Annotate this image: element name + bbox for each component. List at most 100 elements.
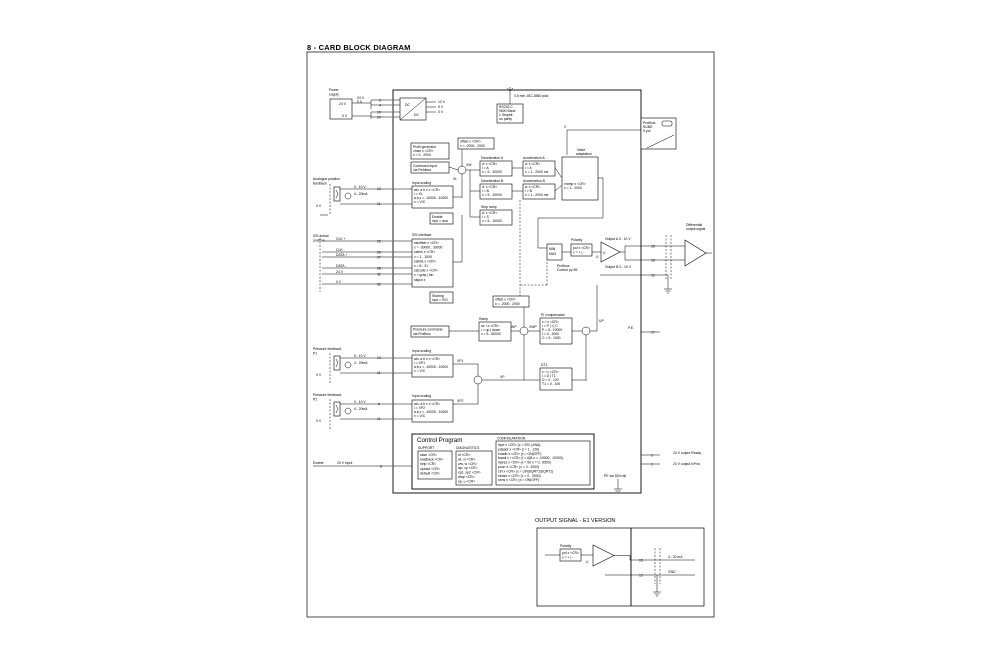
power-24v: 24 V <box>339 102 347 106</box>
profile-offset-1: offset x <CR> <box>460 140 481 144</box>
cp-support-4: default <CR> <box>420 471 440 475</box>
dt1-title: DT1 <box>541 363 548 367</box>
pe-din: PE via DIN rail <box>604 474 626 478</box>
pi-line-1: c: i x <CR> <box>542 320 559 324</box>
ssi-signal-5: 0 V <box>336 280 342 284</box>
pi-line-3: P = 5.. 10000 <box>542 328 562 332</box>
scaling-pos-line-2: i = XL <box>414 192 423 196</box>
p1-pin-11: 11 <box>377 371 381 375</box>
out-pin-2: 2 <box>651 454 653 458</box>
accel-b-2: i = B <box>525 189 533 193</box>
p2-line-4: x = V/C <box>414 414 426 418</box>
polarity-ctrl-1: Profibus <box>557 264 570 268</box>
cp-support-2: help <CR> <box>420 462 436 466</box>
out-pin-1: 1 <box>651 463 653 467</box>
p1-xp1: XP1 <box>457 359 464 363</box>
pressure-ramp: offset x <CR> x = -2000.. 2000 Pressure … <box>410 295 540 380</box>
dt1-line-3: D = 0.. 120 <box>542 378 559 382</box>
pi-line-5: C = 0.. 1000 <box>542 336 561 340</box>
cp-config-3: bandi x i <CR> (i = A|B x = -10000.. 100… <box>498 456 563 460</box>
cp-diag-4: xp1, xp2 <CR> <box>458 471 481 475</box>
power-pin-20: 20 <box>377 116 381 120</box>
sharing-1: Sharing <box>432 294 444 298</box>
p2-pin-6: 6 <box>378 402 380 406</box>
minmax-polarity: MIN MAX Polarity pol x <CR> x = + | - U … <box>520 238 621 286</box>
analogue-range-v: 0.. 10 V <box>354 185 366 189</box>
polarity-ctrl-2: Control pp B1 <box>557 268 578 272</box>
p2-range-v: 0.. 10 V <box>354 400 366 404</box>
p1-line-3: a,b,c = -10000.. 10000 <box>414 365 448 369</box>
cp-config-0: inpx x <CR> (x = SSI | ANA) <box>498 443 540 447</box>
profile-xl: XL <box>453 177 457 181</box>
decel-a-2: i = A <box>482 166 489 170</box>
diff-1: Differential <box>686 223 702 227</box>
polarity-u: U <box>596 255 599 259</box>
ssi-pin-2: 27 <box>377 256 381 260</box>
accel-b-title: Acceleration B <box>523 179 546 183</box>
ramp-line-3: x = 5.. 60000 <box>481 332 501 336</box>
out-pin-15: 15 <box>651 245 655 249</box>
pressure-p2-input: Pressure feedback P2 0.. 10 V 4.. 20mA 0… <box>313 393 478 429</box>
ssi-signal-0: CLK + <box>336 237 346 241</box>
rs232: 3.5 mm JSC-6560 pick RS232 C 9600 Baud 1… <box>496 87 549 124</box>
ramp-wp: WP <box>511 325 517 329</box>
xp-junction: XP DT1 c: i x <CR> i = D | T1 D = 0.. 12… <box>473 363 586 404</box>
dc-in: DC <box>405 103 410 107</box>
analogue-label-1: Analogue position <box>313 177 340 181</box>
p2-label-2: P2 <box>313 398 317 402</box>
decel-a-3: x = 5.. 10000 <box>482 170 502 174</box>
p1-0v: 0 V <box>316 373 322 377</box>
output-b-label: Output B 0.. 10 V <box>605 265 632 269</box>
ssi-iface-line-3: x = 1.. 1000 <box>414 255 432 259</box>
cp-diag-6: up, u <CR> <box>458 479 475 483</box>
minmax-1: MIN <box>549 247 556 251</box>
amp-u: U <box>603 251 606 255</box>
rail-0v: 0 V <box>438 110 444 114</box>
e1-title: OUTPUT SIGNAL - E1 VERSION <box>535 518 615 524</box>
pi-line-2: i = P | I | C <box>542 324 558 328</box>
power-pin-19: 19 <box>377 111 381 115</box>
analogue-range-ma: 4.. 20mA <box>354 192 368 196</box>
ramp-title: Ramp <box>479 317 488 321</box>
profibus-line-2: SUBD <box>643 125 653 129</box>
power-label-2: supply <box>329 93 339 97</box>
decel-b-2: i = B <box>482 189 490 193</box>
ssi-signal-1: CLK - <box>336 248 345 252</box>
cp-config-5: pcorr x <CR> (x = 0.. 2000) <box>498 465 539 469</box>
profil-generator: offset x <CR> x = -2000.. 2000 Profil ge… <box>410 137 495 198</box>
profile-line-1: Profil generator <box>413 145 437 149</box>
accel-b-3: x = 1.. 2000 ms <box>525 193 549 197</box>
accel-a-1: a: x <CR> <box>525 162 540 166</box>
cp-title: Control Program <box>417 437 462 444</box>
e1-u: U <box>586 560 589 564</box>
e1-gnd: GND <box>668 570 676 574</box>
out-ready: 24 V output Ready <box>673 451 701 455</box>
cp-support-hdr: SUPPORT <box>418 446 434 450</box>
ramp-line-2: i = up | down <box>481 328 500 332</box>
out-pin-16: 16 <box>651 259 655 263</box>
scaling-pos-title: Input scaling <box>412 181 431 185</box>
ssi-label-1: SSI actual <box>313 234 329 238</box>
page-title: 8 - CARD BLOCK DIAGRAM <box>307 43 411 52</box>
cp-diag-5: wwp <CR> <box>458 475 475 479</box>
enable-1: Enable <box>432 215 443 219</box>
e1-pol-1: pol x <CR> <box>562 551 579 555</box>
pe-label: P.E. <box>628 326 634 330</box>
accel-b-1: a: x <CR> <box>525 185 540 189</box>
pressure-cmd-1: Pressure command <box>413 328 443 332</box>
valve-title-1: Valve <box>577 148 585 152</box>
cp-diag-1: wl, xl <CR> <box>458 457 475 461</box>
stop-ramp-1: d: x <CR> <box>482 211 497 215</box>
profibus-line-1: Profibus <box>643 121 656 125</box>
p1-range-ma: 4.. 20mA <box>354 361 368 365</box>
accel-a-2: i = A <box>525 166 532 170</box>
ssi-iface-line-2: ssires x <CR> <box>414 250 435 254</box>
ramp-offset-1: offset x <CR> <box>495 298 516 302</box>
cp-config-6: ctrl x <CR> (x = LIN|SQRT1|SQRT2) <box>498 469 553 473</box>
ssi-iface-line-6: ssicode x <CR> <box>414 269 438 273</box>
enable-input: Enable 24 V input 8 <box>313 461 412 469</box>
stop-ramp-2: i = S <box>482 215 490 219</box>
output-ab: Output A 0.. 10 V Output B 0.. 10 V 15 1… <box>600 223 712 294</box>
ssi-iface-line-1: x = -30000.. 30000 <box>414 246 442 250</box>
